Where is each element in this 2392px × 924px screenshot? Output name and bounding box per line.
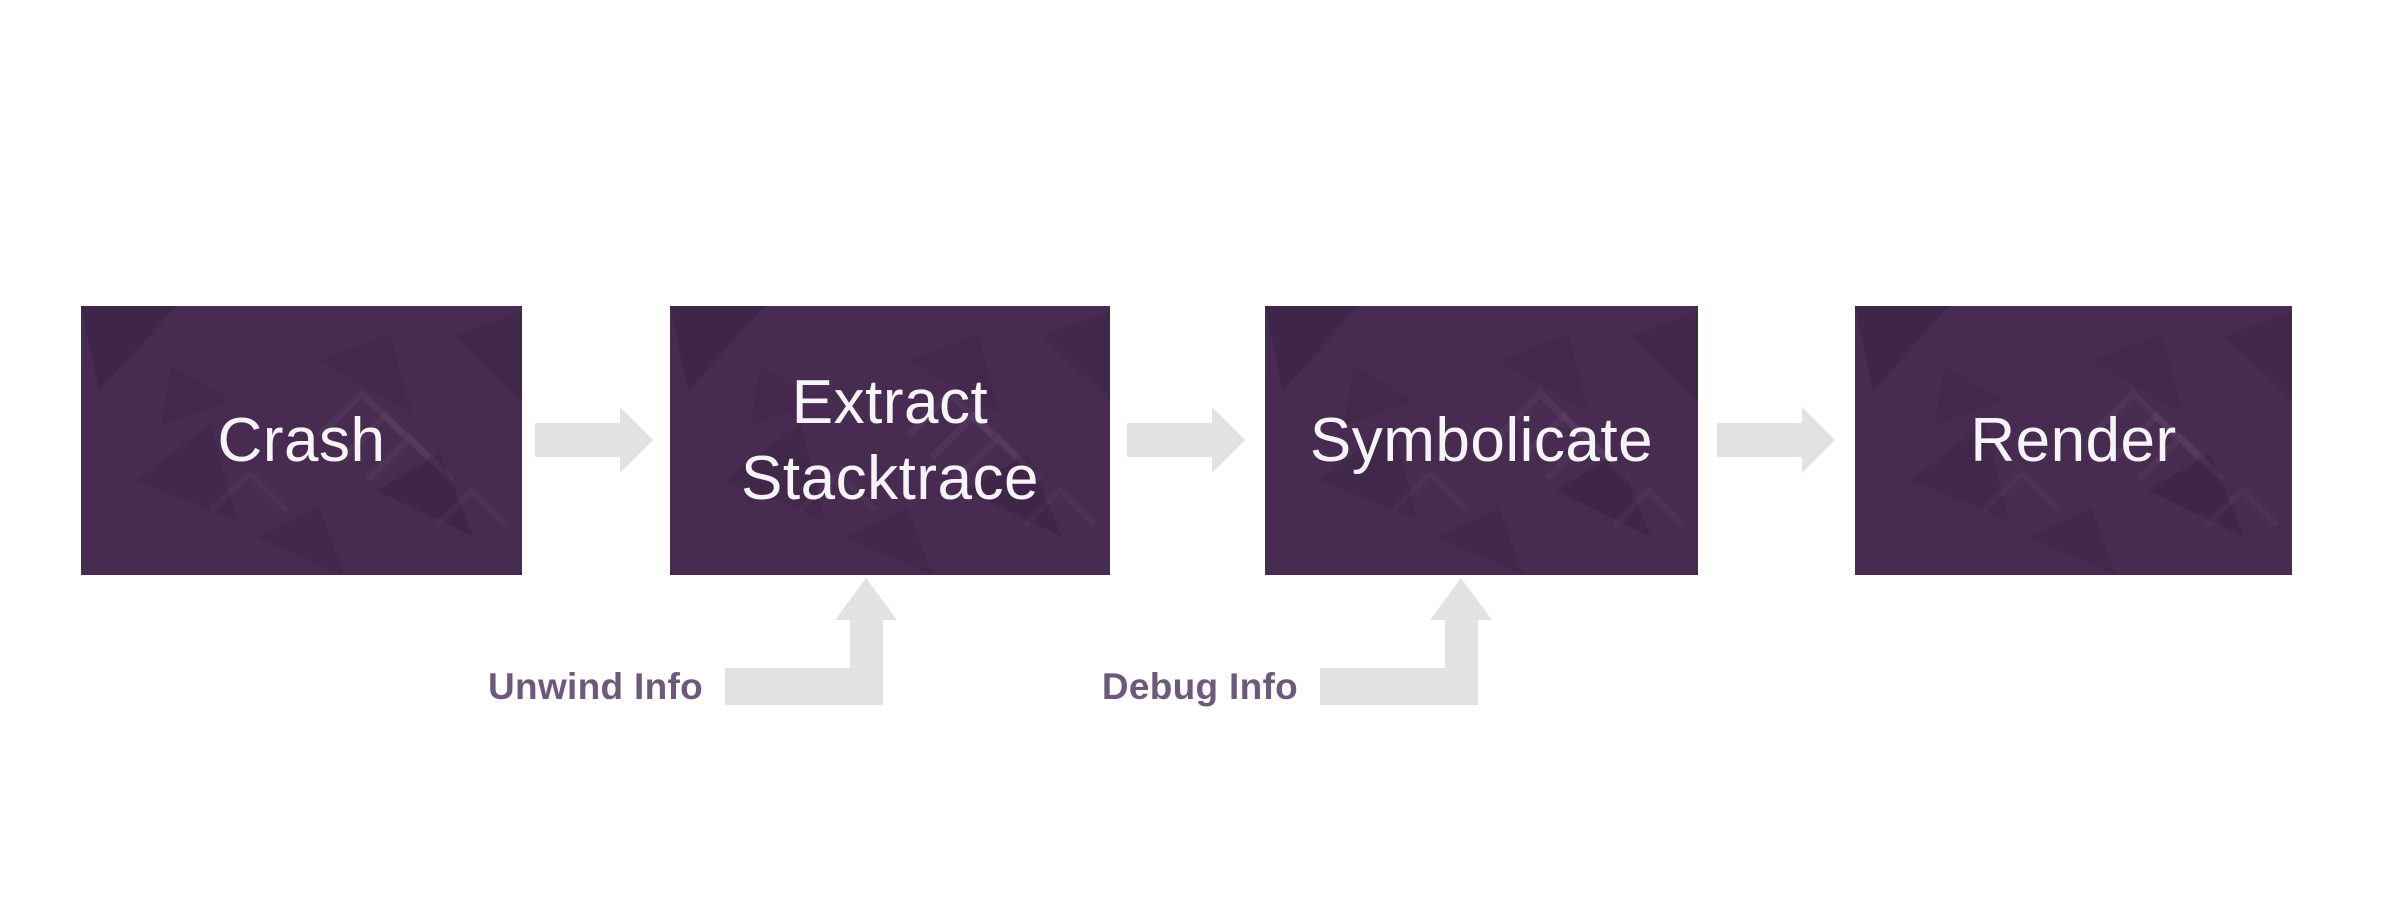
annotation-debug-info: Debug Info xyxy=(1101,666,1298,707)
node-label-extract-stacktrace: Extract Stacktrace xyxy=(741,367,1039,513)
annotation-unwind-info: Unwind Info xyxy=(488,666,703,707)
elbow-arrow-up-icon-debug xyxy=(1320,578,1492,705)
flow-node-extract-stacktrace: Extract Stacktrace xyxy=(670,306,1110,575)
node-label-crash: Crash xyxy=(217,405,386,475)
flow-node-symbolicate: Symbolicate xyxy=(1265,306,1698,575)
node-label-symbolicate: Symbolicate xyxy=(1309,405,1654,475)
elbow-arrow-up-icon-unwind xyxy=(725,578,897,705)
flow-node-render: Render xyxy=(1855,306,2292,575)
flow-arrow-right-icon xyxy=(535,407,653,473)
flow-arrow-right-icon xyxy=(1717,407,1835,473)
node-label-render: Render xyxy=(1970,405,2177,475)
flow-arrow-right-icon xyxy=(1127,407,1245,473)
flow-node-crash: Crash xyxy=(81,306,522,575)
